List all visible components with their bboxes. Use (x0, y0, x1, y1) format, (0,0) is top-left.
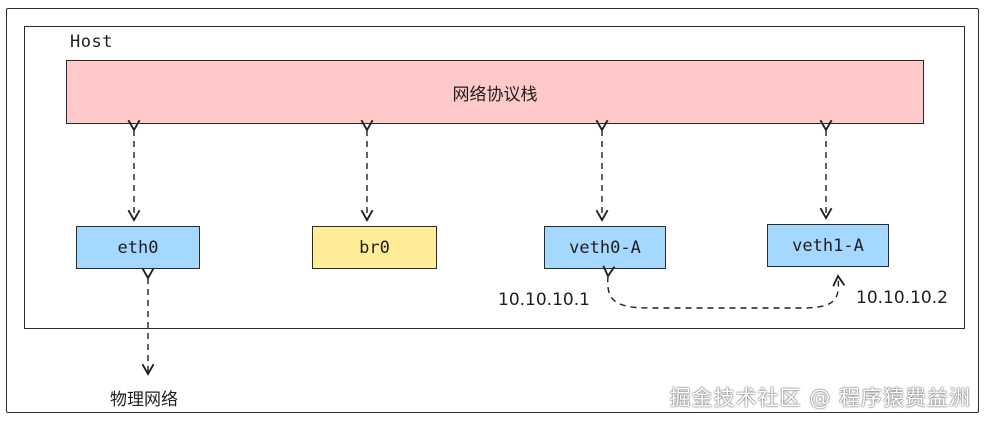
physical-network-label: 物理网络 (110, 390, 178, 410)
network-stack-box: 网络协议栈 (66, 60, 924, 124)
br0-node: br0 (312, 226, 437, 269)
watermark-text: 掘金技术社区 @ 程序猿费益洲 (669, 386, 971, 410)
arrow-veth-pair (602, 265, 846, 309)
br0-label: br0 (359, 237, 390, 258)
veth0-ip: 10.10.10.1 (498, 290, 590, 310)
eth0-node: eth0 (76, 226, 200, 269)
veth1-ip: 10.10.10.2 (856, 288, 948, 308)
host-label: Host (70, 32, 113, 52)
veth0-a-label: veth0-A (569, 237, 641, 258)
network-stack-label: 网络协议栈 (452, 84, 538, 105)
eth0-label: eth0 (117, 237, 159, 258)
outer-frame (6, 8, 979, 413)
veth1-a-label: veth1-A (792, 235, 864, 256)
veth1-a-node: veth1-A (767, 224, 889, 267)
host-container (24, 26, 965, 329)
